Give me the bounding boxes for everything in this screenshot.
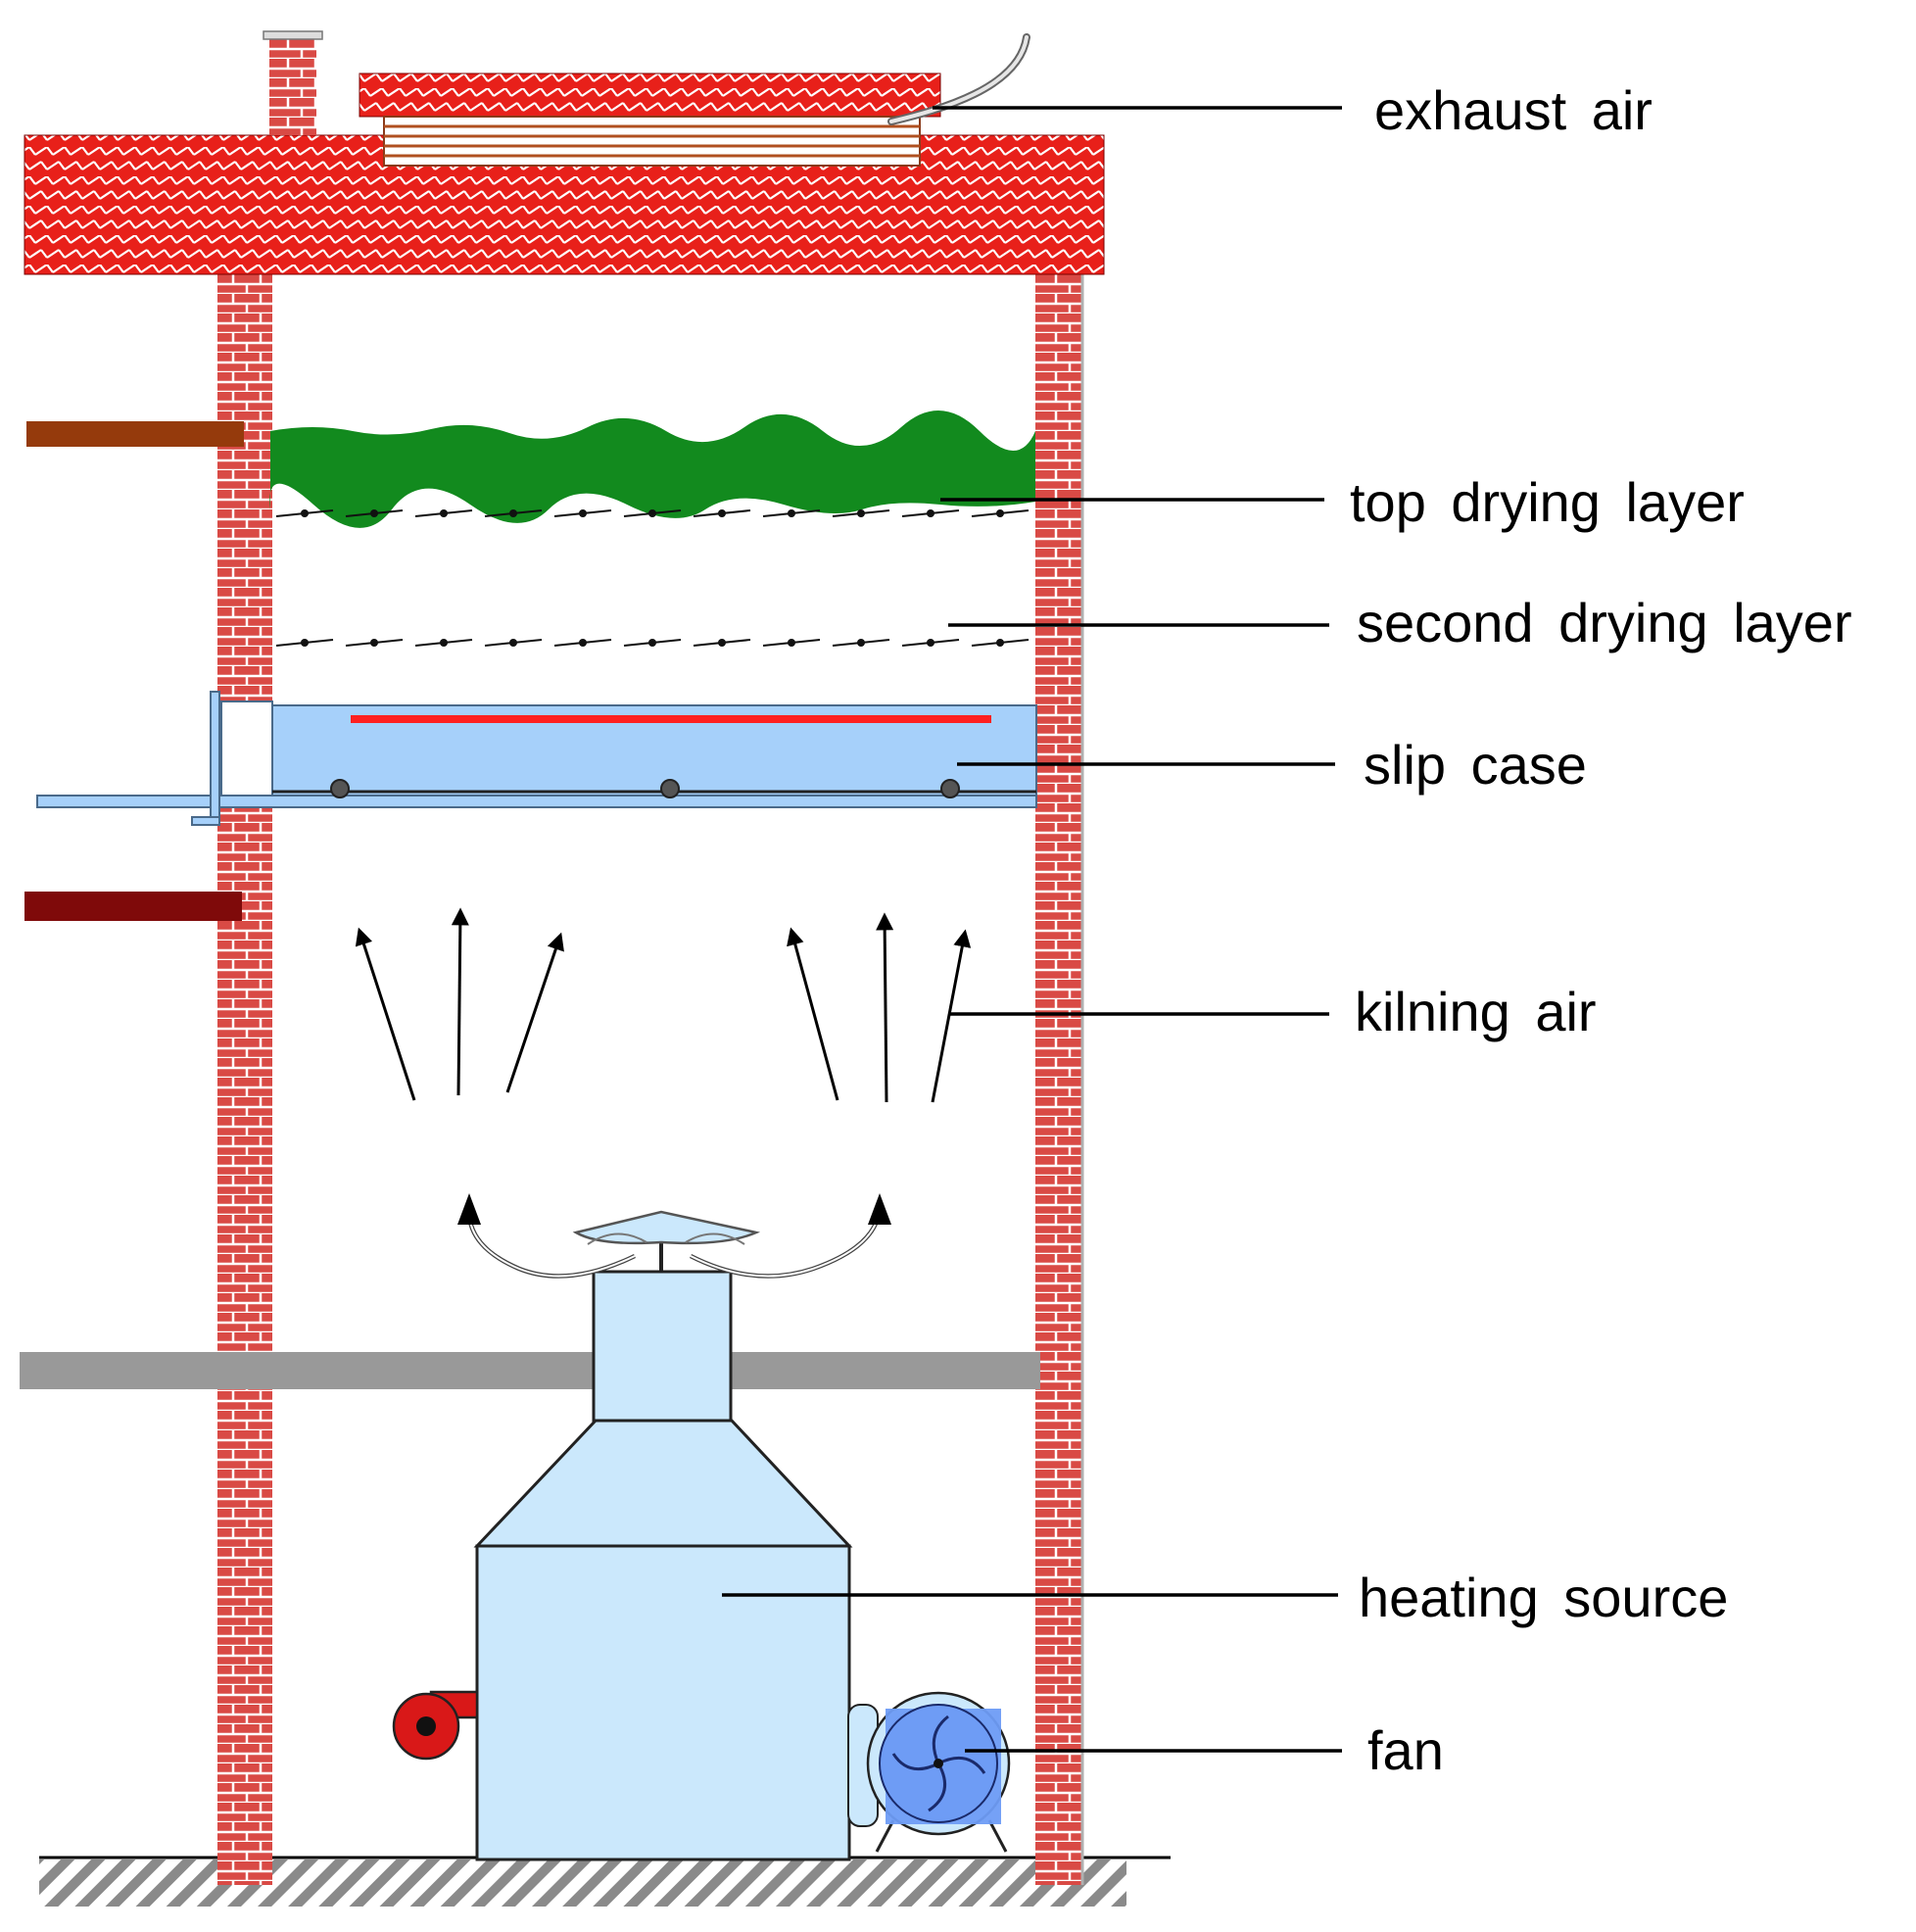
ground-hatch	[39, 1860, 1126, 1907]
top-drying-floor-pivot	[788, 509, 795, 517]
arrow-up-icon	[451, 907, 469, 1096]
top-drying-floor-pivot	[996, 509, 1004, 517]
kilning-air-arrows	[355, 907, 972, 1103]
slip-case-rail	[36, 795, 1037, 808]
second-drying-floor-pivot	[370, 639, 378, 647]
arrow-up-icon	[868, 1193, 891, 1225]
brown-bar	[26, 421, 244, 447]
heating-source	[457, 1193, 891, 1861]
slip-case-roller	[330, 779, 350, 798]
top-drying-floor-pivot	[718, 509, 726, 517]
second-drying-floor	[275, 639, 1030, 647]
second-drying-floor-pivot	[996, 639, 1004, 647]
floor-beam	[20, 1352, 1040, 1389]
second-drying-floor-pivot	[301, 639, 309, 647]
top-drying-floor-pivot	[301, 509, 309, 517]
label-fan: fan	[1367, 1719, 1444, 1781]
label-slip-case: slip case	[1364, 734, 1587, 796]
fan-icon	[847, 1691, 1011, 1853]
second-drying-floor-pivot	[648, 639, 656, 647]
top-drying-floor	[275, 509, 1030, 517]
label-second-drying-layer: second drying layer	[1357, 592, 1852, 653]
right-wall	[1035, 272, 1082, 1885]
label-exhaust-air: exhaust air	[1374, 79, 1653, 141]
top-drying-layer	[269, 410, 1035, 528]
diffuser-cap	[572, 1210, 761, 1245]
label-top-drying-layer: top drying layer	[1350, 471, 1745, 533]
slip-case-roller	[940, 779, 960, 798]
second-drying-floor-pivot	[788, 639, 795, 647]
top-drying-floor-pivot	[857, 509, 865, 517]
chimney	[269, 37, 316, 135]
second-drying-floor-pivot	[927, 639, 934, 647]
roof-louvre	[383, 116, 921, 167]
second-drying-floor-pivot	[579, 639, 587, 647]
top-drying-floor-pivot	[509, 509, 517, 517]
arrow-up-icon	[355, 927, 416, 1101]
arrow-up-icon	[505, 932, 564, 1093]
second-drying-floor-pivot	[509, 639, 517, 647]
slip-case-roller	[660, 779, 680, 798]
second-drying-floor-pivot	[718, 639, 726, 647]
arrow-up-icon	[787, 927, 839, 1101]
arrow-up-icon	[931, 929, 972, 1103]
second-drying-floor-pivot	[440, 639, 448, 647]
left-wall	[217, 272, 272, 1885]
top-drying-floor-pivot	[927, 509, 934, 517]
top-drying-floor-pivot	[440, 509, 448, 517]
slip-case-heater	[351, 715, 991, 723]
dark-red-bar	[24, 892, 242, 921]
top-drying-floor-pivot	[579, 509, 587, 517]
label-heating-source: heating source	[1359, 1567, 1728, 1628]
top-drying-floor-pivot	[370, 509, 378, 517]
slip-case-handle	[210, 691, 220, 824]
slip-case	[36, 691, 1037, 826]
chimney-cap	[263, 30, 323, 40]
top-drying-floor-pivot	[648, 509, 656, 517]
arrow-up-icon	[876, 912, 894, 1103]
label-kilning-air: kilning air	[1355, 981, 1597, 1042]
burner-icon	[392, 1690, 479, 1761]
second-drying-floor-pivot	[857, 639, 865, 647]
arrow-up-icon	[457, 1193, 481, 1225]
roof-vent-cap	[359, 72, 941, 118]
